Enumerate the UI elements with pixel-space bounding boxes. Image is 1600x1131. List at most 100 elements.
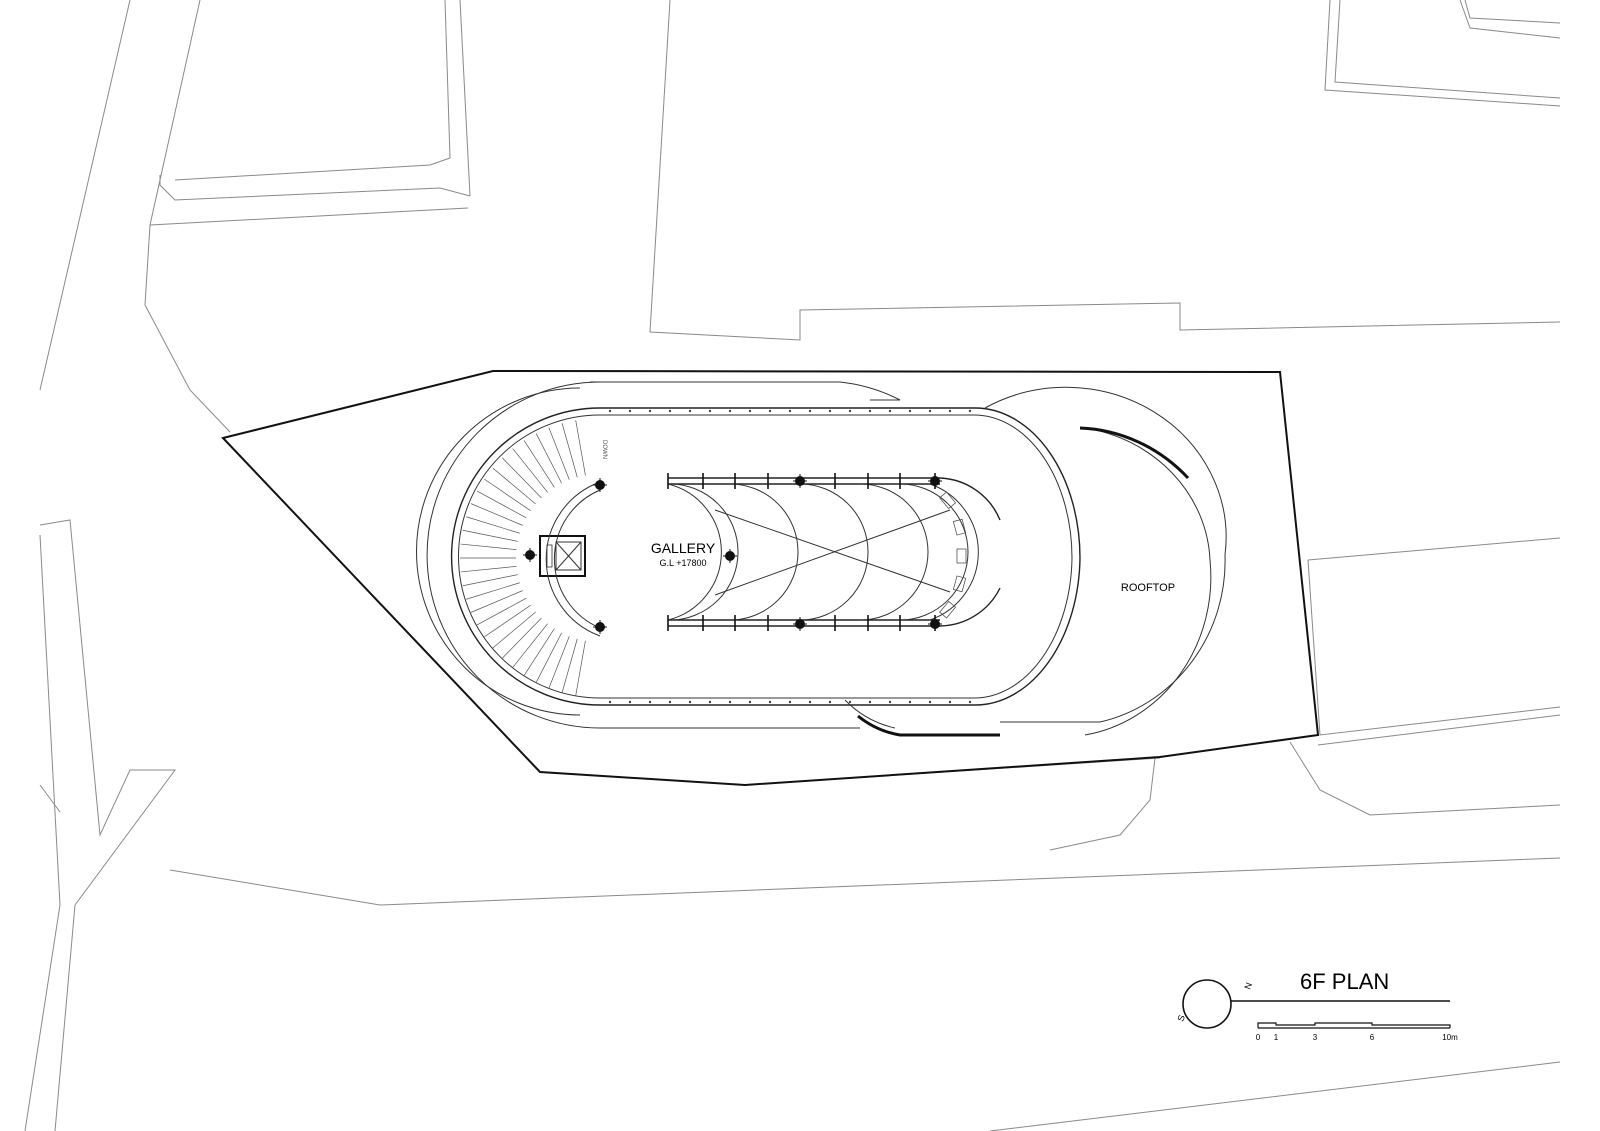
rail-post xyxy=(628,700,632,704)
rail-post xyxy=(668,409,672,413)
rail-post xyxy=(608,409,612,413)
rail-post xyxy=(828,700,832,704)
rail-post xyxy=(868,700,872,704)
elevator-shaft xyxy=(539,535,586,577)
rail-post xyxy=(648,700,652,704)
stair-tread xyxy=(548,636,570,689)
site-context xyxy=(24,0,1561,1131)
rail-post xyxy=(848,700,852,704)
scale-tick-1: 1 xyxy=(1274,1033,1279,1042)
compass-south: S xyxy=(1175,1014,1186,1023)
rail-post xyxy=(668,700,672,704)
north-arrow-icon xyxy=(1182,979,1232,1029)
rail-post xyxy=(748,700,752,704)
rail-post xyxy=(848,409,852,413)
bench xyxy=(939,491,957,510)
rail-post xyxy=(768,700,772,704)
rail-post xyxy=(648,409,652,413)
rail-post xyxy=(928,409,932,413)
rail-post xyxy=(688,700,692,704)
stair-tread xyxy=(470,590,523,613)
rail-post xyxy=(628,409,632,413)
scale-bar xyxy=(1257,1022,1451,1028)
rail-post xyxy=(748,409,752,413)
column-icon xyxy=(523,548,537,562)
scale-tick-0: 0 xyxy=(1256,1033,1261,1042)
stair-tread xyxy=(484,478,531,511)
rail-post xyxy=(948,700,952,704)
stair-tread xyxy=(492,467,536,505)
stair-tread xyxy=(460,566,517,573)
stair-tread xyxy=(476,597,527,626)
rail-post xyxy=(888,409,892,413)
stair-tread xyxy=(535,632,562,683)
rail-post xyxy=(728,409,732,413)
rail-post xyxy=(948,409,952,413)
rail-post xyxy=(888,700,892,704)
rail-post xyxy=(708,409,712,413)
rail-post xyxy=(928,700,932,704)
gallery-stadium xyxy=(416,381,1081,729)
rail-post xyxy=(808,700,812,704)
compass-north: N xyxy=(1242,981,1254,991)
stair-tread xyxy=(462,574,518,587)
rail-post xyxy=(908,409,912,413)
gallery-level-label: G.L +17800 xyxy=(660,558,707,568)
stair-tread xyxy=(512,623,548,668)
rail-post xyxy=(788,409,792,413)
stair-tread xyxy=(484,605,531,638)
rail-post xyxy=(788,700,792,704)
structural-columns xyxy=(523,474,942,634)
stair-tread xyxy=(535,433,562,484)
stair-tread xyxy=(512,448,548,493)
stair-tread xyxy=(501,457,542,499)
title-block: N S 6F PLAN 0 1 3 6 10m xyxy=(1175,969,1458,1042)
spiral-stair xyxy=(460,420,586,696)
column-icon xyxy=(723,549,737,563)
rail-post xyxy=(908,700,912,704)
rail-post xyxy=(728,700,732,704)
column-icon xyxy=(928,474,942,488)
railing-posts xyxy=(608,409,972,704)
scale-tick-3: 3 xyxy=(1313,1033,1318,1042)
column-icon xyxy=(593,620,607,634)
scale-tick-10: 10m xyxy=(1442,1033,1458,1042)
stair-tread xyxy=(462,529,518,542)
stair-tread xyxy=(523,628,555,676)
rooftop-area xyxy=(844,386,1227,737)
rail-post xyxy=(828,409,832,413)
stair-tread xyxy=(575,640,586,696)
bench xyxy=(939,600,957,619)
bench xyxy=(952,518,967,536)
column-icon xyxy=(593,478,607,492)
stair-tread xyxy=(466,516,520,534)
rail-post xyxy=(968,700,972,704)
stair-tread xyxy=(492,611,536,649)
stair-tread xyxy=(476,490,527,519)
stair-tread xyxy=(575,420,586,476)
seating-blocks xyxy=(939,491,967,619)
column-icon xyxy=(793,474,807,488)
rail-post xyxy=(768,409,772,413)
stair-tread xyxy=(501,617,542,659)
stair-tread xyxy=(561,423,578,478)
rail-post xyxy=(968,409,972,413)
rail-post xyxy=(688,409,692,413)
rail-post xyxy=(708,700,712,704)
scale-tick-6: 6 xyxy=(1370,1033,1375,1042)
rail-post xyxy=(868,409,872,413)
building-footprint xyxy=(221,369,1320,787)
gallery-interior xyxy=(523,473,1001,634)
stair-tread xyxy=(548,427,570,480)
stair-tread xyxy=(460,543,517,550)
stair-down-note: DOWN xyxy=(601,440,607,459)
rail-post xyxy=(808,409,812,413)
plan-title: 6F PLAN xyxy=(1300,969,1389,994)
stair-tread xyxy=(466,582,520,600)
rooftop-label: ROOFTOP xyxy=(1121,582,1175,594)
column-icon xyxy=(793,617,807,631)
bench xyxy=(956,548,967,564)
stair-tread xyxy=(523,440,555,488)
rail-post xyxy=(608,700,612,704)
